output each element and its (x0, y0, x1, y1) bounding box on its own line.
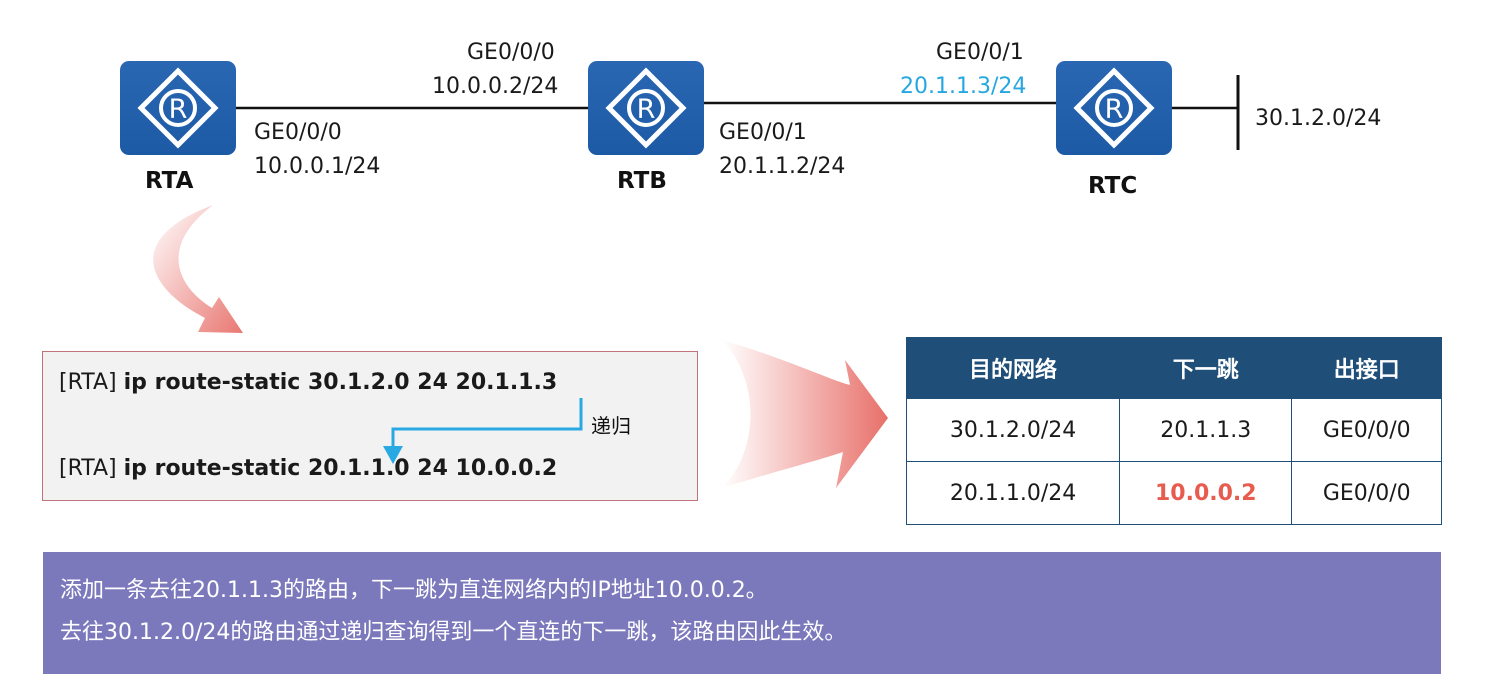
router-rta-icon: R (120, 61, 236, 155)
cell-next-hop: 20.1.1.3 (1119, 398, 1293, 462)
recursion-label: 递归 (591, 414, 631, 438)
explanation-line-1: 添加一条去往20.1.1.3的路由，下一跳为直连网络内的IP地址10.0.0.2… (60, 578, 768, 603)
cell-next-hop-highlight: 10.0.0.2 (1119, 461, 1293, 525)
rtb-right-interface-label: GE0/0/1 (719, 120, 807, 145)
table-header-row: 目的网络 下一跳 出接口 (905, 337, 1442, 399)
command-line-2: [RTA] ip route-static 20.1.1.0 24 10.0.0… (59, 456, 557, 481)
router-rtb-icon: R (588, 61, 704, 155)
command-prompt: [RTA] (59, 456, 117, 481)
rtb-left-interface-label: GE0/0/0 (467, 40, 555, 65)
router-rtc-icon: R (1056, 61, 1172, 155)
router-rta-name: RTA (145, 168, 194, 194)
command-line-1: [RTA] ip route-static 30.1.2.0 24 20.1.1… (59, 370, 557, 395)
table-row: 30.1.2.0/24 20.1.1.3 GE0/0/0 (905, 398, 1442, 462)
command-prompt: [RTA] (59, 370, 117, 395)
rtc-ip-label: 20.1.1.3/24 (900, 74, 1027, 99)
explanation-line-2: 去往30.1.2.0/24的路由通过递归查询得到一个直连的下一跳，该路由因此生效… (60, 620, 847, 645)
cell-destination: 30.1.2.0/24 (905, 398, 1121, 462)
rtb-right-ip-label: 20.1.1.2/24 (719, 154, 846, 179)
explanation-box: 添加一条去往20.1.1.3的路由，下一跳为直连网络内的IP地址10.0.0.2… (43, 552, 1441, 674)
command-text: ip route-static 20.1.1.0 24 10.0.0.2 (123, 456, 558, 481)
header-interface: 出接口 (1291, 337, 1442, 399)
rtb-left-ip-label: 10.0.0.2/24 (432, 74, 559, 99)
rta-interface-label: GE0/0/0 (254, 120, 342, 145)
command-box: [RTA] ip route-static 30.1.2.0 24 20.1.1… (42, 351, 698, 501)
right-arrow-icon (722, 340, 888, 488)
recursion-arrow-icon (383, 398, 583, 464)
header-destination: 目的网络 (905, 337, 1121, 399)
svg-text:R: R (1105, 94, 1124, 125)
cell-interface: GE0/0/0 (1291, 461, 1442, 525)
rta-ip-label: 10.0.0.1/24 (254, 154, 381, 179)
cell-destination: 20.1.1.0/24 (905, 461, 1121, 525)
header-next-hop: 下一跳 (1119, 337, 1293, 399)
rtc-interface-label: GE0/0/1 (936, 40, 1024, 65)
routing-table: 目的网络 下一跳 出接口 30.1.2.0/24 20.1.1.3 GE0/0/… (905, 337, 1442, 525)
down-arrow-icon (153, 205, 243, 333)
command-text: ip route-static 30.1.2.0 24 20.1.1.3 (123, 370, 558, 395)
router-rtc-name: RTC (1088, 173, 1138, 199)
svg-text:R: R (637, 94, 656, 125)
cell-interface: GE0/0/0 (1291, 398, 1442, 462)
router-rtb-name: RTB (617, 168, 667, 194)
svg-text:R: R (169, 94, 188, 125)
rtc-network-label: 30.1.2.0/24 (1255, 106, 1382, 131)
table-row: 20.1.1.0/24 10.0.0.2 GE0/0/0 (905, 461, 1442, 525)
